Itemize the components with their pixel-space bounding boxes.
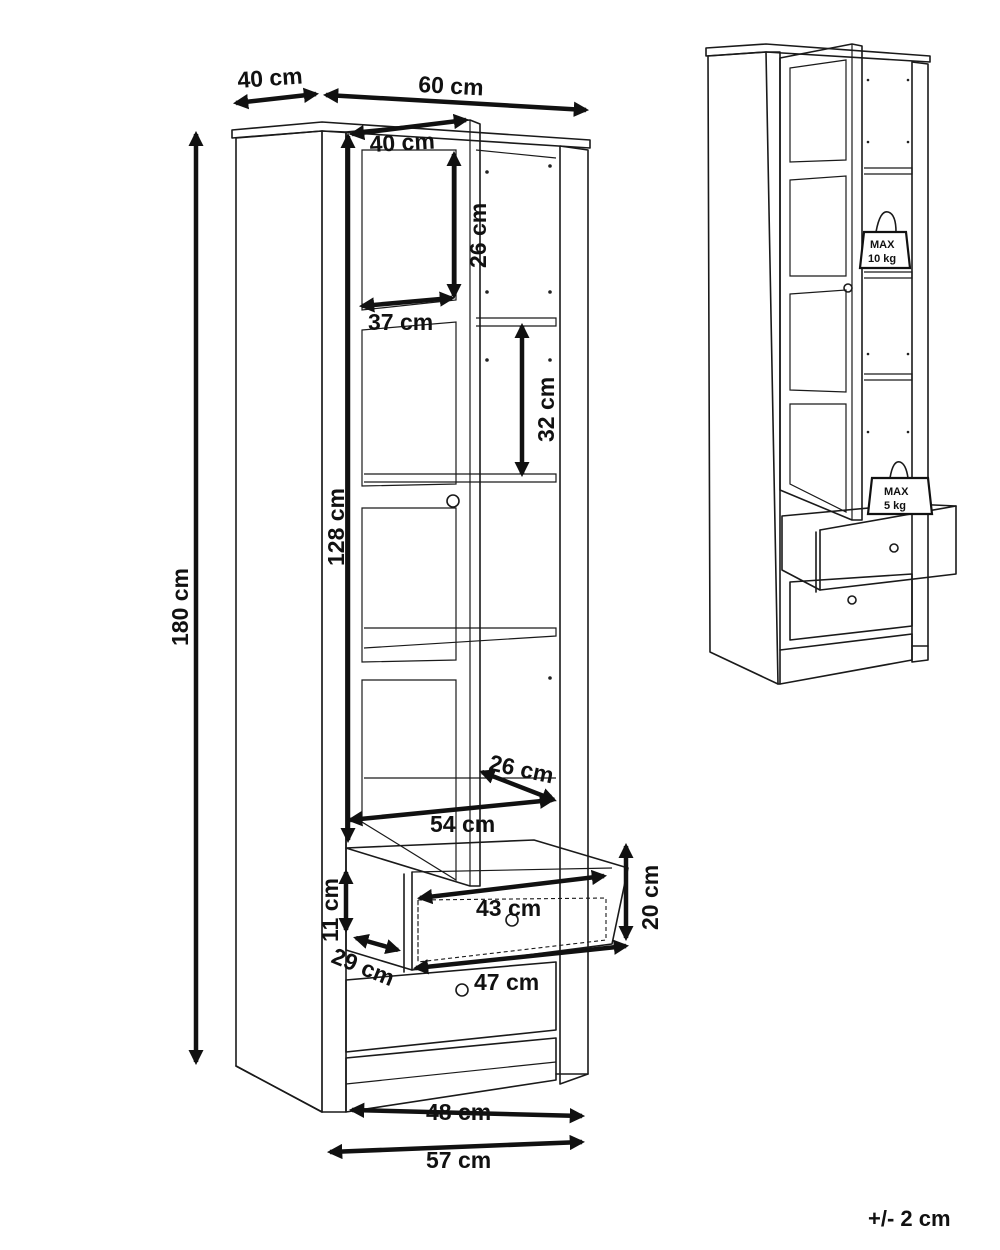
drawer-front-width-label: 47 cm — [474, 969, 539, 995]
drawer-knob-bottom — [455, 983, 469, 997]
door-inner-width-label: 40 cm — [369, 128, 435, 157]
door-width-label: 54 cm — [430, 811, 495, 837]
perspective-view: MAX 10 kg MAX 5 kg — [705, 43, 957, 685]
shelf-pin-holes — [485, 164, 552, 798]
drawer-height-inner-label: 11 cm — [317, 878, 343, 942]
tolerance-note: +/- 2 cm — [868, 1206, 951, 1231]
upper-glass-height-label: 26 cm — [465, 203, 491, 268]
base-inner-width-label: 48 cm — [426, 1099, 491, 1125]
upper-glass-width-label: 37 cm — [368, 309, 433, 335]
dimension-labels: 40 cm 60 cm 40 cm 26 cm 37 cm 32 cm 128 … — [167, 63, 663, 1173]
weight-icon-drawer: MAX 5 kg — [866, 461, 934, 516]
shelf-depth-label: 26 cm — [487, 749, 556, 788]
weight-icon-shelf: MAX 10 kg — [858, 211, 912, 270]
total-height-label: 180 cm — [167, 568, 193, 646]
drawer-knob-top — [505, 913, 519, 927]
base-width-label: 57 cm — [426, 1147, 491, 1173]
drawer-depth-label: 29 cm — [328, 943, 398, 992]
main-cabinet-drawing — [231, 119, 629, 1113]
shelf-load-text: 10 kg — [868, 253, 896, 265]
shelf-max-text: MAX — [870, 239, 895, 251]
width-top-label: 60 cm — [418, 71, 484, 100]
drawer-inner-width-label: 43 cm — [476, 895, 541, 921]
drawer-load-text: 5 kg — [884, 500, 906, 512]
depth-top-label: 40 cm — [237, 63, 304, 93]
drawer-max-text: MAX — [884, 486, 909, 498]
dimension-lines — [188, 87, 634, 1160]
drawer-front-height-label: 20 cm — [637, 865, 663, 930]
door-height-label: 128 cm — [323, 488, 349, 566]
door-knob — [446, 494, 460, 508]
shelf-spacing-label: 32 cm — [533, 377, 559, 442]
